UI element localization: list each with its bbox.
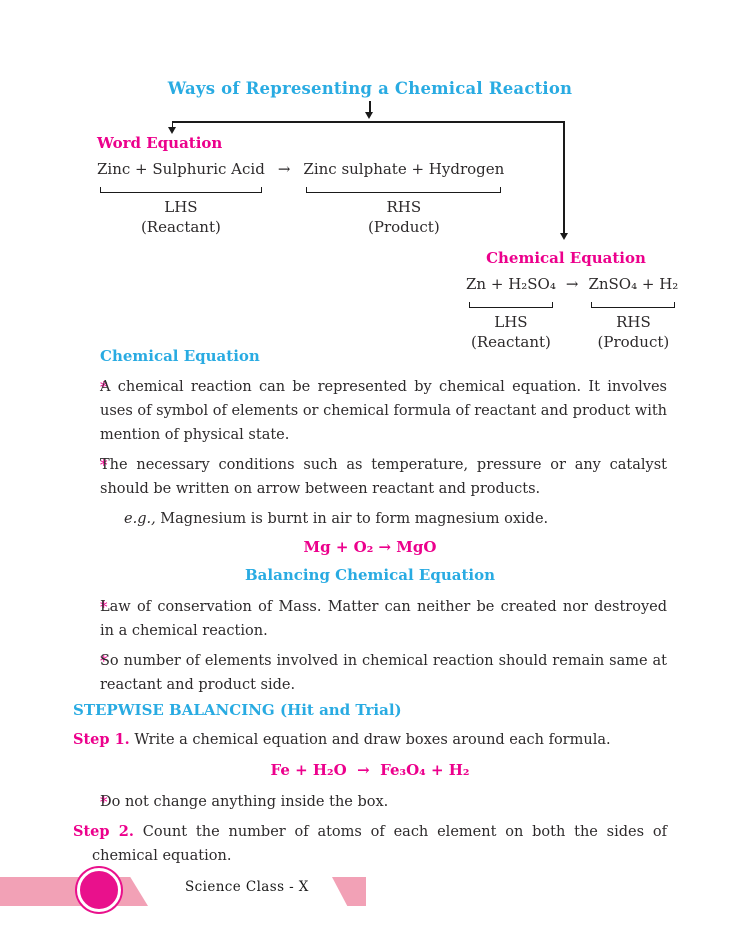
word-branch-line xyxy=(171,121,173,128)
step-2: Step 2. Count the number of atoms of eac… xyxy=(73,820,667,868)
bullet-text: Do not change anything inside the box. xyxy=(100,794,389,810)
chemical-equation-reactant-group: Zn + H₂SO₄ LHS (Reactant) xyxy=(466,275,556,351)
step-1: Step 1. Write a chemical equation and dr… xyxy=(73,728,667,752)
reactant-sublabel: (Reactant) xyxy=(140,218,221,236)
section-heading-stepwise: STEPWISE BALANCING (Hit and Trial) xyxy=(73,701,402,719)
list-item: * The necessary conditions such as tempe… xyxy=(73,453,667,501)
fe-equation: Fe + H₂O → Fe₃O₄ + H₂ xyxy=(270,761,470,779)
section-heading-chemical-equation: Chemical Equation xyxy=(100,347,260,365)
lhs-label: LHS xyxy=(494,313,528,331)
footer-page-dot xyxy=(77,868,121,912)
word-equation-heading: Word Equation xyxy=(97,134,223,152)
underbrace xyxy=(306,187,502,193)
bullet-asterisk: * xyxy=(100,652,108,670)
step-1-text: Write a chemical equation and draw boxes… xyxy=(129,732,611,748)
page-body: Chemical Equation * A chemical reaction … xyxy=(73,347,667,876)
example-sentence: e.g., Magnesium is burnt in air to form … xyxy=(124,507,667,531)
chemical-equation-branch: Zn + H₂SO₄ LHS (Reactant) → ZnSO₄ + H₂ R… xyxy=(466,275,678,351)
product-sublabel: (Product) xyxy=(368,218,440,236)
word-equation-product-group: Zinc sulphate + Hydrogen RHS (Product) xyxy=(303,160,504,236)
underbrace xyxy=(469,302,553,308)
bullet-asterisk: * xyxy=(100,793,108,811)
step-1-label: Step 1. xyxy=(73,731,130,748)
list-item: * So number of elements involved in chem… xyxy=(73,649,667,697)
chemical-equation-branch-heading: Chemical Equation xyxy=(486,249,646,267)
chemical-branch-line xyxy=(563,121,565,234)
rhs-label: RHS xyxy=(616,313,651,331)
down-arrow-icon xyxy=(559,233,568,240)
bullet-asterisk: * xyxy=(100,456,108,474)
bullet-text: A chemical reaction can be represented b… xyxy=(100,379,667,443)
word-equation-reactants: Zinc + Sulphuric Acid xyxy=(97,160,265,178)
down-arrow-icon xyxy=(365,112,373,119)
word-equation-reactant-group: Zinc + Sulphuric Acid LHS (Reactant) xyxy=(97,160,265,236)
footer-book-title: Science Class - X xyxy=(185,879,309,895)
section-heading-balancing: Balancing Chemical Equation xyxy=(245,566,495,584)
right-arrow-icon: → xyxy=(277,160,291,178)
lhs-label: LHS xyxy=(164,198,198,216)
rhs-label: RHS xyxy=(386,198,422,216)
list-item: * A chemical reaction can be represented… xyxy=(73,375,667,447)
chemical-equation-reactants: Zn + H₂SO₄ xyxy=(466,275,556,293)
list-item: * Do not change anything inside the box. xyxy=(73,790,667,814)
example-text: Magnesium is burnt in air to form magnes… xyxy=(155,511,549,527)
underbrace xyxy=(100,187,262,193)
right-arrow-icon: → xyxy=(565,275,579,293)
underbrace xyxy=(591,302,676,308)
reactant-sublabel: (Reactant) xyxy=(470,333,551,351)
chemical-equation-product-group: ZnSO₄ + H₂ RHS (Product) xyxy=(588,275,678,351)
bullet-text: Law of conservation of Mass. Matter can … xyxy=(100,599,667,639)
eg-prefix: e.g., xyxy=(124,511,156,527)
bullet-asterisk: * xyxy=(100,598,108,616)
bullet-text: So number of elements involved in chemic… xyxy=(100,653,667,693)
footer-ribbon xyxy=(0,877,148,906)
bullet-text: The necessary conditions such as tempera… xyxy=(100,457,667,497)
chemical-equation-products: ZnSO₄ + H₂ xyxy=(588,275,679,293)
step-2-label: Step 2. xyxy=(73,823,134,840)
word-equation-branch: Word Equation Zinc + Sulphuric Acid LHS … xyxy=(97,134,504,236)
list-item: * Law of conservation of Mass. Matter ca… xyxy=(73,595,667,643)
product-sublabel: (Product) xyxy=(597,333,670,351)
mg-equation: Mg + O₂ → MgO xyxy=(303,538,437,556)
step-2-text: Count the number of atoms of each elemen… xyxy=(92,824,667,864)
page-title: Ways of Representing a Chemical Reaction xyxy=(167,79,573,98)
bullet-asterisk: * xyxy=(100,378,108,396)
title-connector-line xyxy=(369,101,371,113)
word-equation-products: Zinc sulphate + Hydrogen xyxy=(303,160,505,178)
down-arrow-icon xyxy=(167,127,176,134)
footer-accent-shape xyxy=(332,877,366,906)
branch-connector-line xyxy=(172,121,564,123)
